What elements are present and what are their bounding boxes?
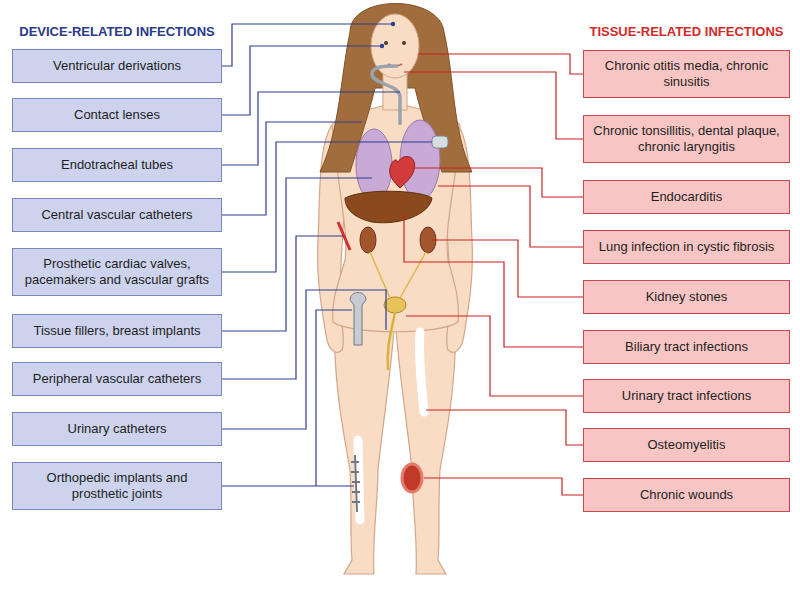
box-label: Endotracheal tubes xyxy=(61,157,173,173)
pacemaker xyxy=(432,136,448,148)
leader-line xyxy=(316,310,352,486)
box-label: Central vascular catheters xyxy=(41,207,192,223)
box-label: Contact lenses xyxy=(74,107,160,123)
tissue-infection-box: Lung infection in cystic fibrosis xyxy=(583,230,790,264)
heart xyxy=(390,156,415,188)
leader-line xyxy=(418,54,583,74)
leader-line xyxy=(404,72,583,139)
eye xyxy=(402,41,406,45)
tibia-bone xyxy=(358,440,360,520)
device-infection-box: Peripheral vascular catheters xyxy=(12,362,222,396)
device-infection-box: Tissue fillers, breast implants xyxy=(12,314,222,348)
box-label: Ventricular derivations xyxy=(53,58,181,74)
leader-line xyxy=(222,178,372,331)
urinary-catheter xyxy=(388,312,395,370)
leader-line xyxy=(222,92,400,165)
leader-line xyxy=(412,168,583,197)
box-label: Urinary tract infections xyxy=(622,388,751,404)
wound xyxy=(402,464,422,492)
box-label: Kidney stones xyxy=(646,289,728,305)
leader-line xyxy=(222,24,393,66)
device-infection-box: Ventricular derivations xyxy=(12,49,222,83)
hip-prosthesis xyxy=(350,293,366,346)
leader-line xyxy=(406,316,583,396)
device-infection-box: Contact lenses xyxy=(12,98,222,132)
leader-line xyxy=(222,236,344,379)
leader-line xyxy=(222,142,432,272)
tissue-infection-box: Biliary tract infections xyxy=(583,330,790,364)
device-infection-box: Central vascular catheters xyxy=(12,198,222,232)
box-label: Biliary tract infections xyxy=(625,339,748,355)
tissue-infection-box: Chronic tonsillitis, dental plaque, chro… xyxy=(583,115,790,163)
leader-dots xyxy=(380,22,395,48)
leader-line xyxy=(438,186,583,247)
tissue-infection-box: Endocarditis xyxy=(583,180,790,214)
column-heading: DEVICE-RELATED INFECTIONS xyxy=(12,24,222,39)
kidney xyxy=(360,227,376,253)
hair xyxy=(320,4,472,173)
box-label: Urinary catheters xyxy=(68,421,167,437)
box-label: Peripheral vascular catheters xyxy=(33,371,201,387)
leader-dot xyxy=(380,44,384,48)
left-leg xyxy=(335,315,394,574)
tissue-infection-box: Kidney stones xyxy=(583,280,790,314)
leader-line xyxy=(222,485,354,486)
leader-line xyxy=(222,290,386,429)
femur-bone xyxy=(419,332,424,412)
leader-line xyxy=(404,214,583,347)
box-label: Chronic tonsillitis, dental plaque, chro… xyxy=(592,123,781,155)
box-label: Lung infection in cystic fibrosis xyxy=(599,239,775,255)
leader-line xyxy=(424,478,583,495)
tissue-infection-box: Urinary tract infections xyxy=(583,379,790,413)
body-figure xyxy=(318,105,473,574)
device-infection-box: Urinary catheters xyxy=(12,412,222,446)
device-leaders xyxy=(222,24,432,486)
device-infection-box: Endotracheal tubes xyxy=(12,148,222,182)
box-label: Osteomyelitis xyxy=(647,437,725,453)
eye xyxy=(384,41,388,45)
leader-line xyxy=(426,410,583,445)
box-label: Orthopedic implants and prosthetic joint… xyxy=(21,470,213,502)
leader-line xyxy=(222,122,362,215)
leader-line xyxy=(432,240,583,297)
endotracheal-tube xyxy=(372,66,400,125)
right-leg xyxy=(396,315,455,574)
box-label: Chronic wounds xyxy=(640,487,733,503)
column-heading: TISSUE-RELATED INFECTIONS xyxy=(583,24,790,39)
leader-line xyxy=(222,46,382,115)
tissue-infection-box: Chronic otitis media, chronic sinusitis xyxy=(583,50,790,98)
liver xyxy=(345,191,432,223)
ureters xyxy=(370,252,426,298)
leader-dot xyxy=(391,22,395,26)
tissue-infection-box: Chronic wounds xyxy=(583,478,790,512)
box-label: Prosthetic cardiac valves, pacemakers an… xyxy=(21,256,213,288)
bladder xyxy=(384,297,406,313)
bone-rod xyxy=(351,455,360,512)
box-label: Tissue fillers, breast implants xyxy=(33,323,200,339)
box-label: Chronic otitis media, chronic sinusitis xyxy=(592,58,781,90)
tissue-leaders xyxy=(404,54,583,495)
tissue-infection-box: Osteomyelitis xyxy=(583,428,790,462)
lung xyxy=(356,129,392,201)
box-label: Endocarditis xyxy=(651,189,723,205)
device-infection-box: Orthopedic implants and prosthetic joint… xyxy=(12,462,222,510)
device-infection-box: Prosthetic cardiac valves, pacemakers an… xyxy=(12,248,222,296)
